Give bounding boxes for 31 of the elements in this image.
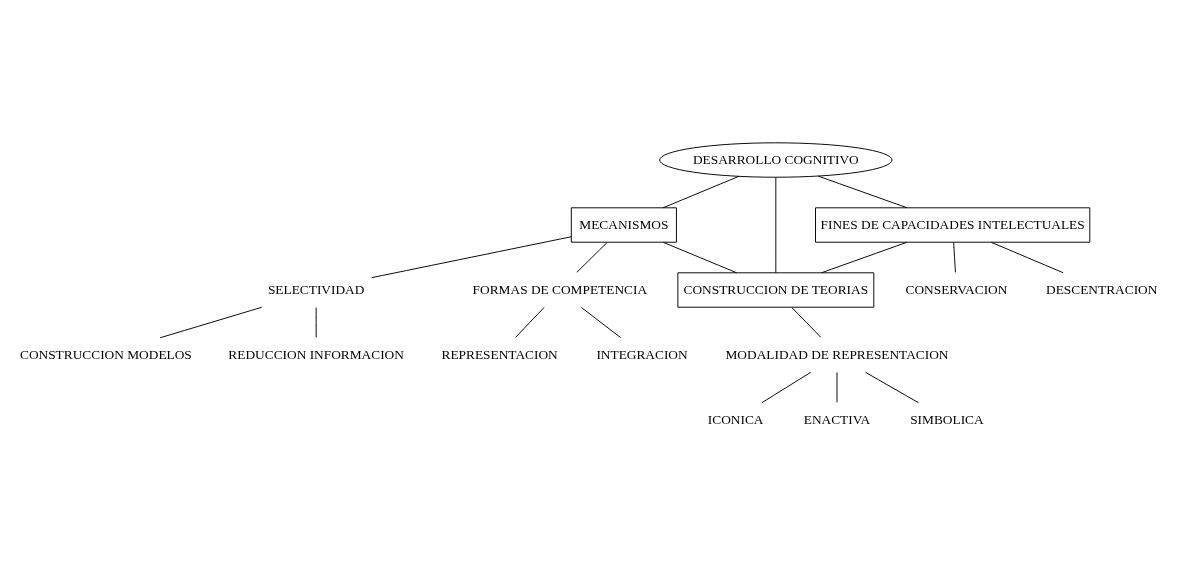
connector: [662, 241, 737, 273]
node-box: FINES DE CAPACIDADES INTELECTUALES: [815, 206, 1091, 243]
node-text: CONSTRUCCION MODELOS: [19, 346, 192, 362]
connector: [662, 175, 740, 208]
connector: [953, 241, 956, 273]
node-text: ENACTIVA: [803, 411, 871, 427]
connector: [775, 176, 777, 273]
node-box: CONSTRUCCION DE TEORIAS: [677, 271, 875, 308]
connector: [515, 306, 545, 338]
connector: [159, 306, 263, 338]
connector: [791, 306, 822, 338]
node-text: REDUCCION INFORMACION: [228, 346, 404, 362]
connector: [580, 306, 622, 338]
node-text: FORMAS DE COMPETENCIA: [472, 281, 648, 297]
node-text: REPRESENTACION: [441, 346, 558, 362]
node-text: ICONICA: [707, 411, 764, 427]
node-text: CONSERVACION: [905, 281, 1008, 297]
node-text: INTEGRACION: [596, 346, 688, 362]
node-text: MODALIDAD DE REPRESENTACION: [725, 346, 949, 362]
connector: [990, 241, 1064, 273]
node-box: MECANISMOS: [570, 206, 677, 243]
connector: [576, 241, 608, 273]
connector: [371, 235, 572, 278]
node-text: SIMBOLICA: [910, 411, 984, 427]
connector: [821, 241, 908, 273]
node-text: DESCENTRACION: [1046, 281, 1158, 297]
connector: [865, 371, 919, 403]
connector: [761, 371, 812, 403]
node-ellipse: DESARROLLO COGNITIVO: [659, 141, 893, 178]
node-text: SELECTIVIDAD: [267, 281, 365, 297]
connector: [817, 175, 908, 208]
